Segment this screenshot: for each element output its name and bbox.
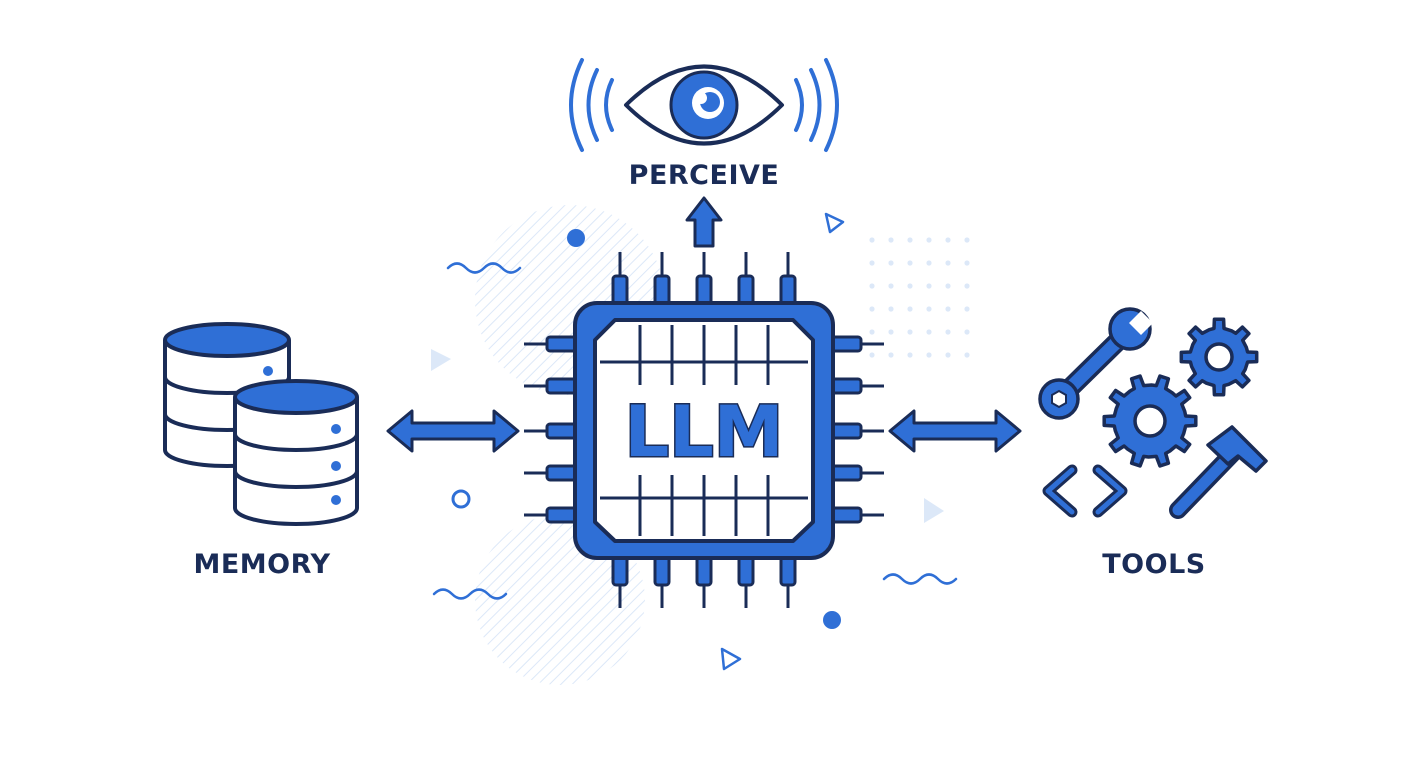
dot-accent [567, 229, 585, 247]
dot-accent [823, 611, 841, 629]
tools-label: TOOLS [1102, 549, 1206, 580]
grid-dot [945, 352, 951, 358]
grid-dot [869, 260, 875, 266]
chip-pin-top [737, 274, 755, 306]
gear-icon [1102, 374, 1198, 468]
chip-label: LLM [625, 391, 784, 473]
grid-dot [907, 329, 913, 335]
chip-pin-top [653, 274, 671, 306]
grid-dot [907, 283, 913, 289]
grid-dot [869, 283, 875, 289]
grid-dot [926, 329, 932, 335]
chip-pin-right [830, 335, 863, 353]
signal-wave-icon [569, 58, 584, 152]
signal-wave-icon [604, 78, 614, 132]
grid-dot [945, 260, 951, 266]
perceive-label: PERCEIVE [628, 160, 780, 191]
database-icon [163, 322, 359, 526]
eye-icon [569, 58, 839, 152]
grid-dot [907, 352, 913, 358]
grid-dot [945, 306, 951, 312]
dot-grid [869, 237, 970, 358]
triangle-accent [720, 647, 742, 671]
database-cylinder-front [233, 379, 359, 526]
grid-dot [888, 352, 894, 358]
signal-wave-icon [794, 78, 804, 132]
grid-dot [907, 237, 913, 243]
grid-dot [964, 260, 970, 266]
chip-pin-bottom [779, 555, 797, 587]
squiggle-accent [446, 262, 522, 274]
squiggle-accent [432, 588, 508, 600]
grid-dot [869, 352, 875, 358]
gear-hole [1133, 404, 1167, 438]
code-brackets-icon [1042, 464, 1128, 518]
cpu-chip-icon: LLM [573, 301, 835, 560]
gear-icon [1179, 317, 1259, 397]
chip-pin-right [830, 377, 863, 395]
chip-pin-bottom [653, 555, 671, 587]
grid-dot [869, 237, 875, 243]
chip-pin-left [545, 377, 578, 395]
grid-dot [907, 306, 913, 312]
chip-pin-left [545, 335, 578, 353]
grid-dot [888, 237, 894, 243]
grid-dot [945, 237, 951, 243]
grid-dot [926, 352, 932, 358]
grid-dot [888, 283, 894, 289]
grid-dot [926, 237, 932, 243]
double-arrow-llm-tools [888, 409, 1022, 453]
chip-pin-top [611, 274, 629, 306]
chip-pin-left [545, 506, 578, 524]
chip-pin-bottom [611, 555, 629, 587]
squiggle-accent [882, 573, 958, 585]
chip-pin-bottom [737, 555, 755, 587]
signal-wave-icon [809, 68, 822, 142]
chip-pin-right [830, 422, 863, 440]
hammer-icon [1169, 425, 1268, 519]
signal-wave-icon [824, 58, 839, 152]
chip-pin-right [830, 506, 863, 524]
grid-dot [964, 306, 970, 312]
double-arrow-memory-llm [386, 409, 520, 453]
grid-dot [907, 260, 913, 266]
chip-pin-top [779, 274, 797, 306]
grid-dot [888, 260, 894, 266]
arrow-up-icon [685, 196, 723, 248]
grid-dot [945, 329, 951, 335]
chip-label-backdrop [614, 385, 794, 475]
triangle-light [431, 349, 451, 371]
signal-wave-icon [586, 68, 599, 142]
triangle-light [924, 498, 944, 523]
chip-pin-left [545, 464, 578, 482]
gear-hole [1204, 342, 1234, 372]
chip-pin-right [830, 464, 863, 482]
grid-dot [888, 306, 894, 312]
grid-dot [964, 352, 970, 358]
grid-dot [964, 329, 970, 335]
grid-dot [964, 283, 970, 289]
chip-pin-left [545, 422, 578, 440]
grid-dot [888, 329, 894, 335]
tools-icon [1038, 307, 1268, 519]
grid-dot [945, 283, 951, 289]
chip-pin-bottom [695, 555, 713, 587]
wrench-icon [1038, 307, 1153, 420]
grid-dot [926, 260, 932, 266]
grid-dot [869, 306, 875, 312]
grid-dot [964, 237, 970, 243]
grid-dot [926, 283, 932, 289]
ring-accent [451, 489, 471, 509]
grid-dot [926, 306, 932, 312]
grid-dot [869, 329, 875, 335]
memory-label: MEMORY [193, 549, 331, 580]
chip-pin-top [695, 274, 713, 306]
triangle-accent [824, 212, 845, 234]
